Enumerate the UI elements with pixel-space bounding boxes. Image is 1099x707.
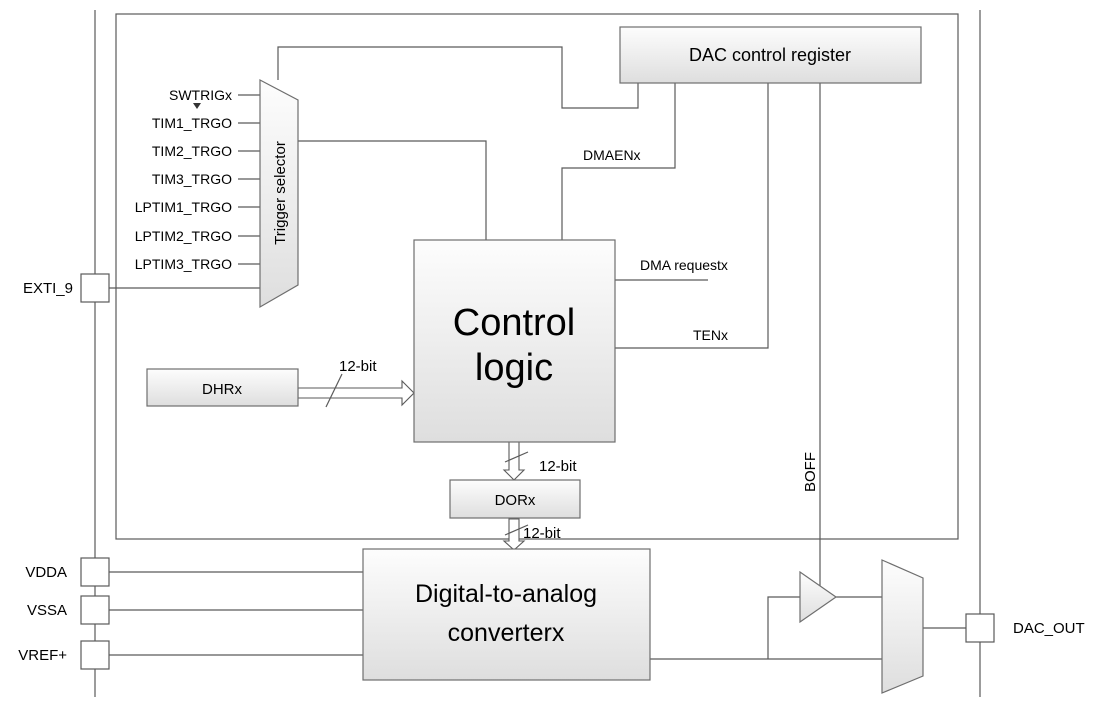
dma-request-label: DMA requestx <box>640 257 728 273</box>
output-buffer <box>799 570 838 624</box>
trigger-input-label: SWTRIGx <box>169 87 232 103</box>
trigger-input-label: TIM1_TRGO <box>152 115 232 131</box>
pin-vssa <box>80 595 110 625</box>
trigger-input-label: LPTIM2_TRGO <box>135 228 232 244</box>
dac-label-line1: Digital-to-analog <box>415 580 597 608</box>
dac-out-label: DAC_OUT <box>1013 620 1085 637</box>
trigger-input-stubs <box>238 94 260 265</box>
dac-peripheral-frame <box>115 13 959 540</box>
bus-slash-dhr <box>325 373 343 408</box>
vdda-label: VDDA <box>25 564 67 581</box>
dhr-label: DHRx <box>202 381 242 398</box>
trigger-input-label: LPTIM3_TRGO <box>135 256 232 272</box>
dor-label: DORx <box>495 492 536 509</box>
trigger-selector-label: Trigger selector <box>272 141 289 245</box>
exti-label: EXTI_9 <box>23 280 73 297</box>
trigger-input-label: LPTIM1_TRGO <box>135 199 232 215</box>
bus-arrow-dor-to-dac <box>502 518 526 551</box>
control-logic-label-line2: logic <box>475 347 553 389</box>
vssa-label: VSSA <box>27 602 67 619</box>
swtrig-marker <box>193 103 201 109</box>
output-mux <box>881 559 924 694</box>
pin-vdda <box>80 557 110 587</box>
wire-buffer-input <box>767 596 800 659</box>
trigger-selector-mux <box>259 79 299 309</box>
dac-control-register-label: DAC control register <box>689 45 851 65</box>
pin-dac-out <box>965 613 995 643</box>
dhr-block <box>146 368 299 407</box>
control-logic-block <box>413 239 616 443</box>
control-logic-label-line1: Control <box>453 302 576 344</box>
ten-label: TENx <box>693 327 728 343</box>
pin-vref <box>80 640 110 670</box>
bus-slash-dac <box>504 524 529 536</box>
wire-trigger-to-control <box>298 140 487 240</box>
bus-slash-dor <box>504 451 529 463</box>
dac-control-register-block <box>619 26 922 84</box>
bus-arrow-control-to-dor <box>502 441 526 481</box>
dac-converter-block <box>362 548 651 681</box>
pin-exti <box>80 273 110 303</box>
boff-label: BOFF <box>802 452 819 492</box>
vref-label: VREF+ <box>18 647 67 664</box>
bus-label-dhr-to-control: 12-bit <box>339 358 377 375</box>
dor-block <box>449 479 581 519</box>
wire-dmaen <box>561 83 676 240</box>
bus-arrow-dhr-to-control <box>297 379 415 407</box>
dac-label-line2: converterx <box>448 619 565 647</box>
wire-ten <box>615 83 769 349</box>
trigger-input-label: TIM2_TRGO <box>152 143 232 159</box>
dmaen-label: DMAENx <box>583 147 641 163</box>
bus-label-control-to-dor: 12-bit <box>539 458 577 475</box>
wire-ctrl-reg-to-trigger <box>277 46 639 109</box>
bus-label-dor-to-dac: 12-bit <box>523 525 561 542</box>
trigger-input-label: TIM3_TRGO <box>152 171 232 187</box>
